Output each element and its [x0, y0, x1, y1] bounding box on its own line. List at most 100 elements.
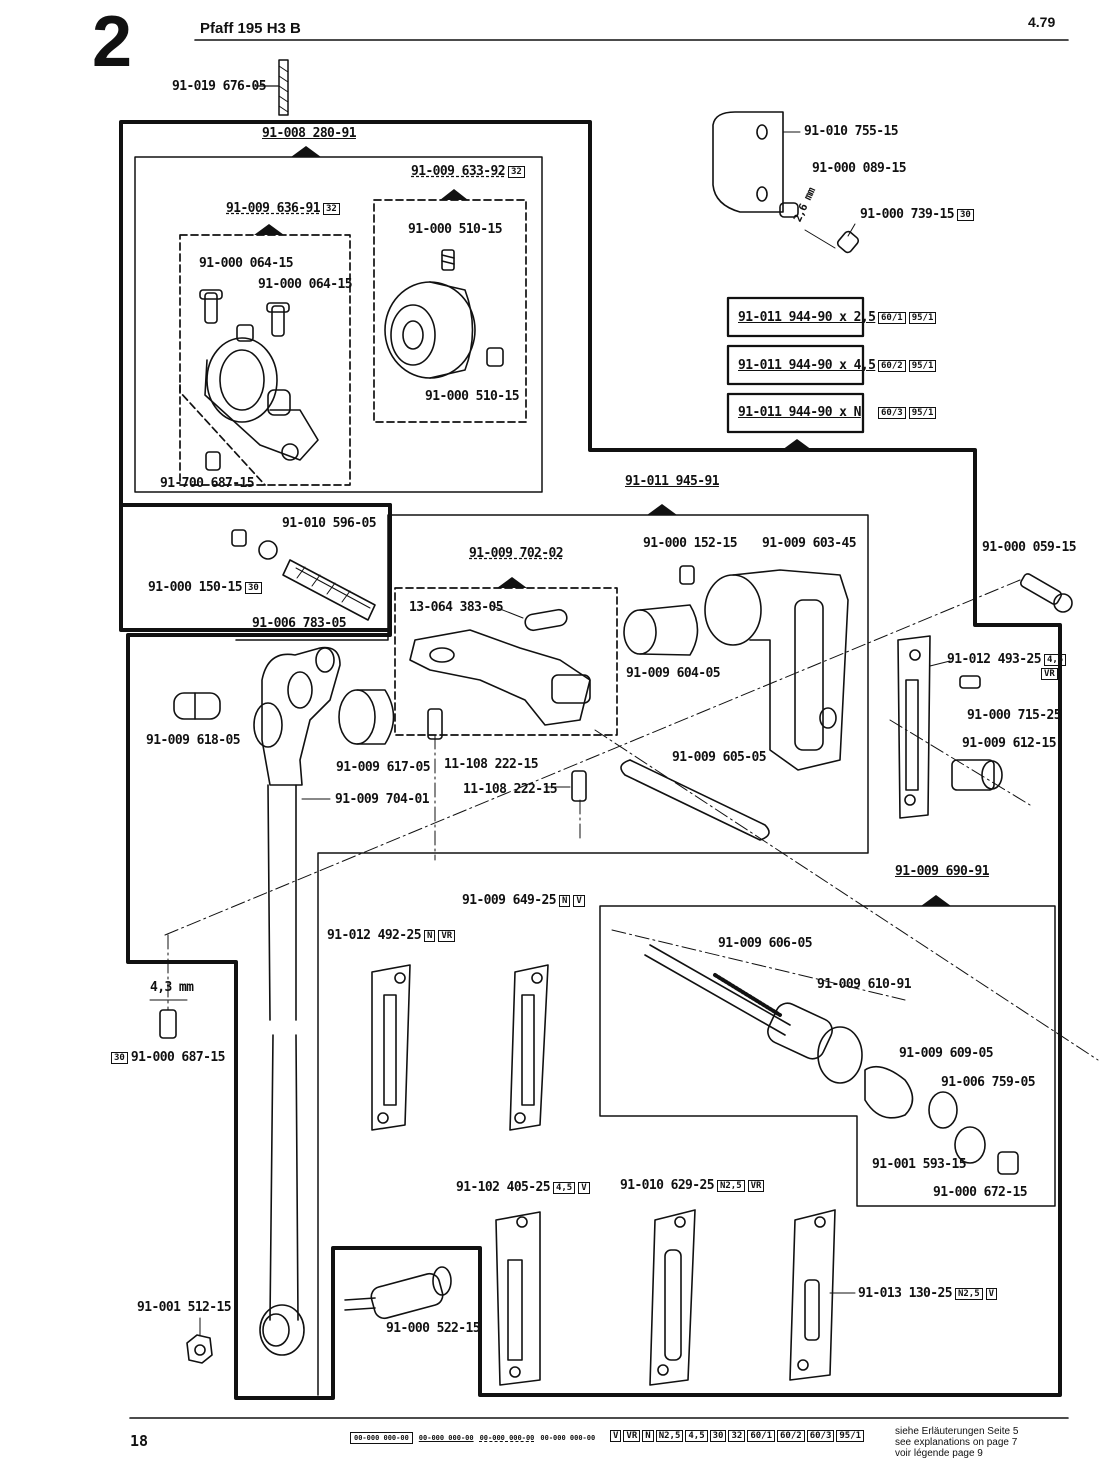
legend-sample-boxed: 00-000 000-00 [350, 1432, 413, 1444]
plate-box-1 [726, 296, 865, 338]
part-label: 11-108 222-15 [463, 782, 558, 797]
badge: 60/2 [878, 359, 906, 372]
box-009636 [179, 234, 351, 486]
badge: V [985, 1287, 998, 1300]
assembly-label-text: 91-009 633-92 [411, 164, 506, 179]
box-009690 [599, 905, 1056, 1207]
part-label: 91-009 617-05 [336, 760, 431, 775]
badge: VR [1041, 667, 1058, 680]
part-label: 91-000 510-15 [425, 389, 520, 404]
part-label: 91-019 676-05 [172, 79, 267, 94]
part-label-text: 91-000 687-15 [130, 1050, 226, 1065]
badge: 4,5 [552, 1181, 576, 1194]
part-label: 91-000 064-15 [199, 256, 294, 271]
part-label-text: 91-009 649-25 [462, 893, 557, 908]
plate-label: 91-011 944-90 x N [738, 405, 861, 420]
legend-note-en: see explanations on page 7 [895, 1437, 1018, 1448]
plate-label: 91-011 944-90 x 2,5 [738, 310, 876, 325]
part-label: 91-000 715-25 [967, 708, 1062, 723]
dimension-label: 4,3 mm [150, 980, 194, 995]
part-label: 91-009 610-91 [817, 977, 912, 992]
part-label: 91-000 510-15 [408, 222, 503, 237]
legend-badge: 60/2 [777, 1430, 805, 1442]
part-label-text: 91-010 629-25 [620, 1178, 715, 1193]
part-label: 91-006 759-05 [941, 1075, 1036, 1090]
legend-notes: siehe Erläuterungen Seite 5 see explanat… [895, 1426, 1018, 1459]
assembly-label-text: 91-009 636-91 [226, 201, 321, 216]
legend-note-fr: voir légende page 9 [895, 1448, 983, 1459]
part-label: 91-009 606-05 [718, 936, 813, 951]
box-008280 [134, 156, 543, 493]
part-label: 91-000 059-15 [982, 540, 1077, 555]
badge: 32 [507, 165, 525, 178]
part-label: 91-006 783-05 [252, 616, 347, 631]
legend-sample-dashed: 00-000 000-00 [479, 1434, 535, 1442]
part-label: 91-009 704-01 [335, 792, 430, 807]
part-label: 91-009 605-05 [672, 750, 767, 765]
badge: 60/3 [878, 406, 906, 419]
part-label: 91-001 593-15 [872, 1157, 967, 1172]
legend-badge: 60/3 [806, 1430, 835, 1442]
legend-note-de: siehe Erläuterungen Seite 5 [895, 1426, 1019, 1437]
badge: VR [438, 929, 456, 942]
badge: 95/1 [908, 311, 937, 324]
date-stamp: 4.79 [1028, 14, 1056, 30]
part-label-text: 91-000 739-15 [860, 207, 955, 222]
legend-badge: VR [623, 1430, 641, 1442]
badge: 30 [244, 581, 262, 594]
legend-sample-underlined: 00-000 000-00 [418, 1434, 474, 1442]
assembly-label: 91-008 280-91 [262, 126, 357, 141]
part-label: 91-009 618-05 [146, 733, 241, 748]
legend-badge: V [610, 1430, 622, 1442]
part-label: 11-108 222-15 [444, 757, 539, 772]
legend-badge: 60/1 [747, 1430, 776, 1442]
badge: V [573, 894, 585, 907]
assembly-label: 91-011 945-91 [625, 474, 720, 489]
box-011945 [235, 514, 869, 1396]
badge: 30 [111, 1051, 128, 1064]
page-title: Pfaff 195 H3 B [200, 20, 301, 37]
badge: 30 [956, 208, 974, 221]
legend-badge: 95/1 [836, 1430, 865, 1442]
part-label: 91-700 687-15 [160, 476, 255, 491]
badge: V [578, 1181, 590, 1194]
part-label: 91-000 152-15 [643, 536, 738, 551]
part-label: 91-000 064-15 [258, 277, 353, 292]
part-label-text: 91-102 405-25 [456, 1180, 551, 1195]
badge: 60/1 [878, 311, 906, 324]
legend-sample-plain: 00-000 000-00 [540, 1434, 596, 1442]
legend-key: 00-000 000-00 00-000 000-00 00-000 000-0… [350, 1432, 595, 1444]
badge: N [423, 929, 436, 942]
part-label: 91-010 596-05 [282, 516, 377, 531]
assembly-label: 91-009 702-02 [469, 546, 564, 561]
part-label: 91-010 755-15 [804, 124, 899, 139]
pin-box-outline [119, 503, 392, 632]
legend-badges: V VR N N2,5 4,5 30 32 60/1 60/2 60/3 95/… [610, 1430, 865, 1442]
badge: 4,5 [1043, 653, 1067, 666]
badge: N [558, 894, 571, 907]
legend-badge: 30 [709, 1430, 727, 1442]
badge: VR [747, 1179, 765, 1192]
part-label: 91-009 609-05 [899, 1046, 994, 1061]
legend-badge: N2,5 [655, 1430, 684, 1442]
badge: 32 [322, 202, 340, 215]
badge: 95/1 [908, 359, 937, 372]
part-label: 91-000 522-15 [386, 1321, 481, 1336]
badge: N2,5 [954, 1287, 983, 1300]
part-label: 91-009 612-15 [962, 736, 1057, 751]
part-label-text: 91-012 492-25 [327, 928, 422, 943]
legend-badge: N [642, 1430, 654, 1442]
section-number: 2 [92, 2, 133, 82]
